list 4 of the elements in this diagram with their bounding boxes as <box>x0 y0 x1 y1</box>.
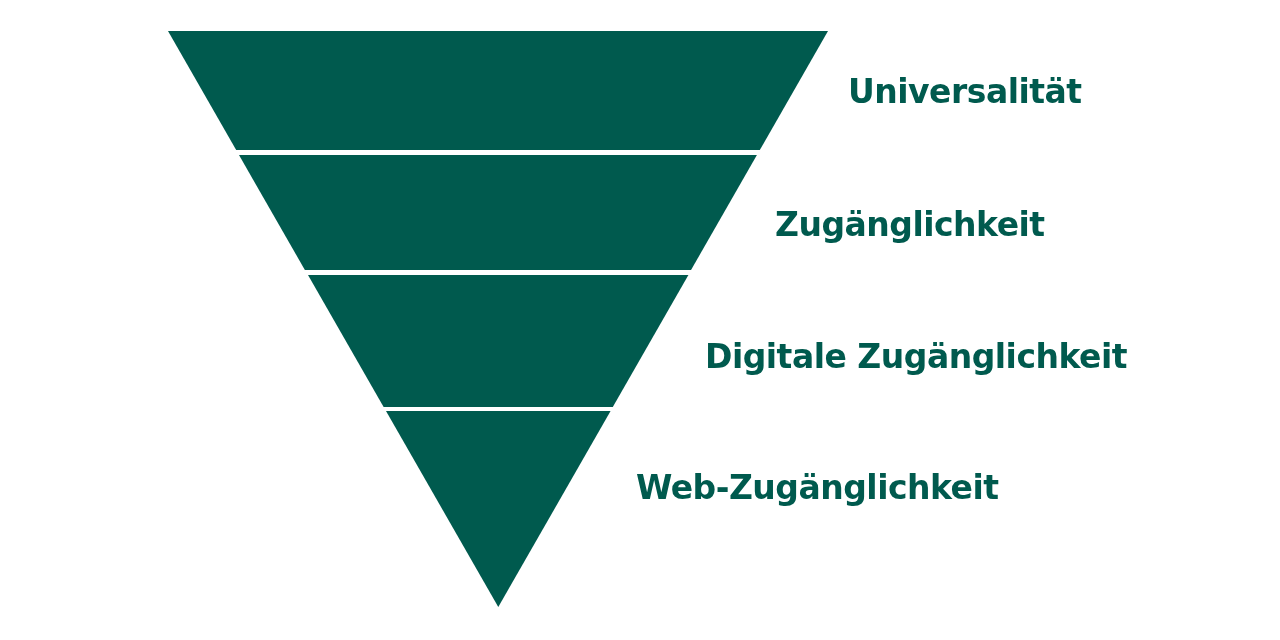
band-label: Digitale Zugänglichkeit <box>705 337 1127 377</box>
band-label: Universalität <box>848 72 1082 112</box>
band-label: Zugänglichkeit <box>775 205 1045 245</box>
band-label: Web-Zugänglichkeit <box>636 468 999 508</box>
